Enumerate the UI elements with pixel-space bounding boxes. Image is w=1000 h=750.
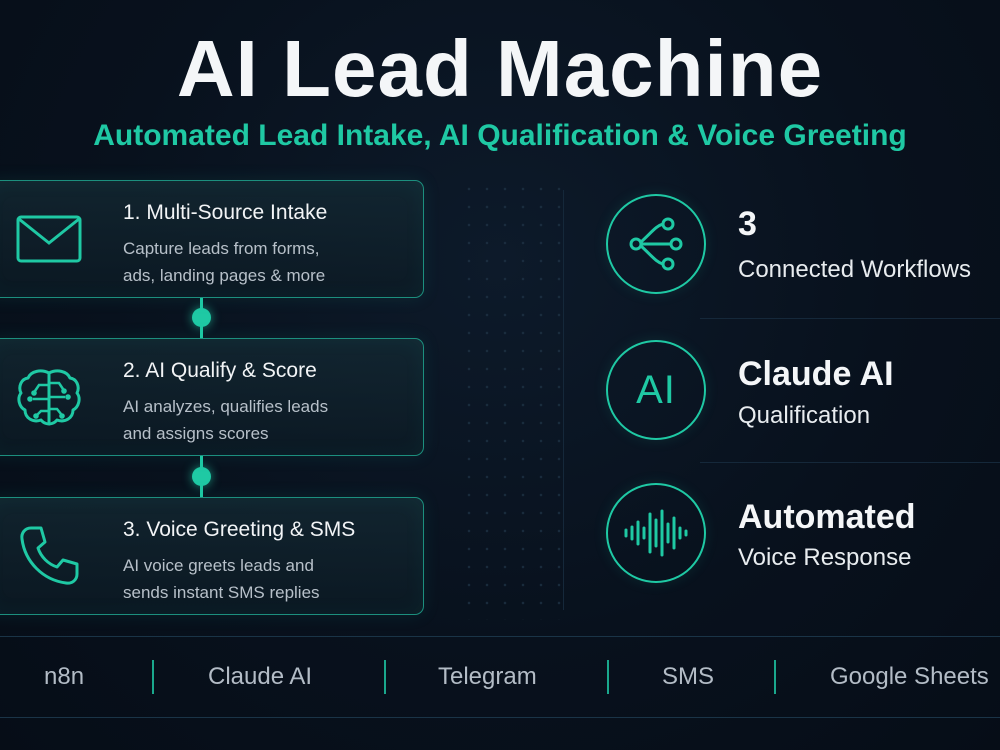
step-description: AI voice greets leads and sends instant … bbox=[123, 556, 320, 602]
tech-separator bbox=[152, 660, 154, 694]
step-card-intake: 1. Multi-Source Intake Capture leads fro… bbox=[0, 180, 424, 298]
stat-value: Claude AI bbox=[738, 355, 894, 393]
stat-value: 3 bbox=[738, 205, 757, 243]
tech-item-telegram: Telegram bbox=[438, 663, 537, 690]
step-title: 3. Voice Greeting & SMS bbox=[123, 518, 356, 541]
step-card-voice: 3. Voice Greeting & SMS AI voice greets … bbox=[0, 497, 424, 615]
step-card-qualify: 2. AI Qualify & Score AI analyzes, quali… bbox=[0, 338, 424, 456]
page-subtitle: Automated Lead Intake, AI Qualification … bbox=[93, 119, 907, 152]
workflow-nodes-icon bbox=[606, 194, 706, 294]
connector-node bbox=[192, 467, 211, 486]
tech-item-sms: SMS bbox=[662, 663, 715, 690]
stat-label: Connected Workflows bbox=[738, 256, 971, 283]
dot-grid-decoration bbox=[460, 180, 570, 620]
tech-item-claude-ai: Claude AI bbox=[208, 663, 313, 690]
connector-node bbox=[192, 308, 211, 327]
stat-value: Automated bbox=[738, 498, 916, 536]
step-title: 1. Multi-Source Intake bbox=[123, 201, 328, 224]
tech-separator bbox=[607, 660, 609, 694]
phone-icon bbox=[13, 524, 85, 588]
step-description: Capture leads from forms, ads, landing p… bbox=[123, 239, 326, 285]
stat-label: Qualification bbox=[738, 402, 871, 429]
tech-stack-bar bbox=[0, 636, 1000, 718]
brain-circuit-icon bbox=[13, 365, 85, 429]
sound-wave-icon bbox=[606, 483, 706, 583]
step-description: AI analyzes, qualifies leads and assigns… bbox=[123, 397, 329, 443]
tech-separator bbox=[774, 660, 776, 694]
page-title: AI Lead Machine bbox=[176, 24, 824, 113]
stat-divider bbox=[700, 462, 1000, 463]
tech-item-google-sheets: Google Sheets bbox=[830, 663, 989, 690]
step-title: 2. AI Qualify & Score bbox=[123, 359, 317, 382]
tech-item-n8n: n8n bbox=[44, 663, 85, 690]
stat-label: Voice Response bbox=[738, 544, 912, 571]
ai-badge-icon: AI bbox=[606, 340, 706, 440]
stat-divider bbox=[700, 318, 1000, 319]
envelope-icon bbox=[13, 207, 85, 271]
tech-separator bbox=[384, 660, 386, 694]
column-divider bbox=[563, 190, 564, 610]
